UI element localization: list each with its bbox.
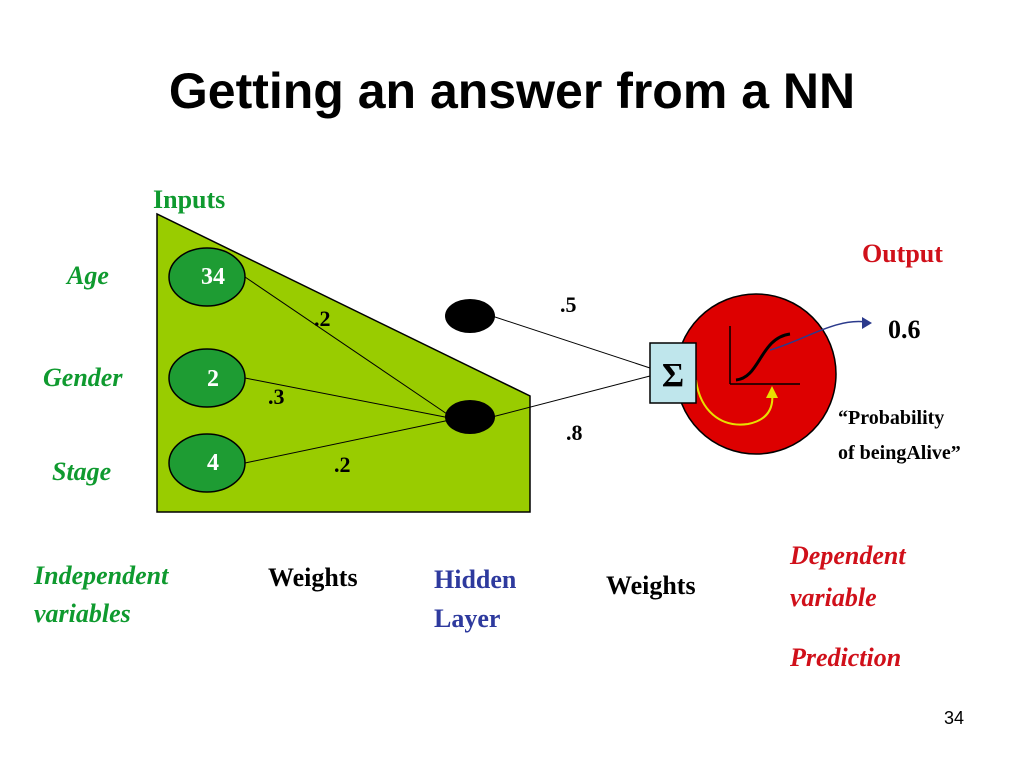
hidden-layer-label-line2: Layer (434, 604, 501, 633)
input-value-gender: 2 (207, 366, 219, 392)
independent-label-line2: variables (34, 599, 131, 628)
weight-hidden1: .5 (560, 292, 577, 317)
dependent-label-line2: variable (790, 583, 877, 612)
weights-left-label: Weights (268, 563, 358, 592)
dependent-label-line1: Dependent (790, 541, 906, 570)
output-value: 0.6 (888, 315, 921, 344)
edge-stage-hidden (244, 419, 451, 464)
hidden-layer-label-line1: Hidden (434, 565, 517, 594)
output-node (675, 293, 837, 455)
input-label-stage: Stage (52, 457, 112, 486)
edge-age-hidden (244, 276, 451, 417)
input-node-age (168, 247, 246, 307)
page-number: 34 (943, 708, 964, 728)
feedback-curve (695, 379, 774, 426)
input-node-stage (168, 433, 246, 493)
input-node-gender (168, 348, 246, 408)
weight-stage: .2 (334, 452, 351, 477)
slide-title: Getting an answer from a NN (168, 63, 856, 119)
hidden-node-2 (445, 400, 495, 434)
input-value-age: 34 (201, 264, 225, 290)
output-arrow (769, 320, 867, 351)
output-caption-line1: “Probability (838, 407, 945, 429)
weights-right-label: Weights (606, 571, 696, 600)
input-value-stage: 4 (207, 450, 219, 476)
inputs-header: Inputs (153, 185, 226, 214)
weight-age: .2 (314, 306, 331, 331)
feedback-arrowhead (766, 386, 778, 398)
output-caption-line2: of beingAlive” (838, 442, 961, 464)
weight-gender: .3 (268, 384, 285, 409)
input-label-age: Age (67, 261, 109, 290)
edge-gender-hidden (244, 377, 451, 419)
sum-symbol: Σ (662, 357, 684, 394)
weight-hidden2: .8 (566, 420, 583, 445)
input-label-gender: Gender (43, 363, 123, 392)
output-arrowhead (862, 317, 872, 329)
output-header: Output (862, 239, 943, 268)
sum-box (649, 342, 697, 404)
independent-label-line1: Independent (34, 561, 169, 590)
sigmoid-icon (729, 326, 800, 385)
prediction-label: Prediction (790, 643, 902, 672)
edge-hidden2-sum (491, 375, 651, 418)
edge-hidden1-sum (491, 315, 651, 369)
input-region (156, 212, 531, 513)
hidden-node-1 (445, 299, 495, 333)
